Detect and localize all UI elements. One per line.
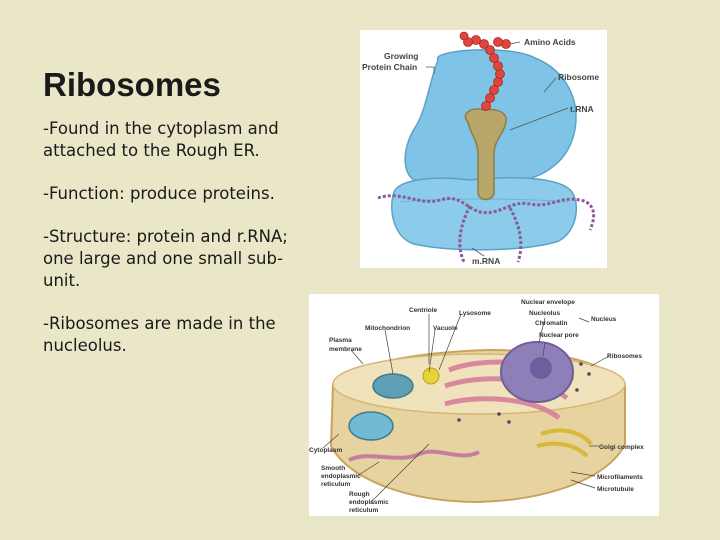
- label-rough-reticulum: reticulum: [349, 507, 378, 514]
- slide-title: Ribosomes: [43, 66, 221, 103]
- label-protein-chain: Protein Chain: [362, 62, 417, 72]
- label-rough-endoplasmic: endoplasmic: [349, 499, 389, 506]
- ribosome-illustration: Growing Protein Chain Amino Acids Riboso…: [362, 31, 599, 266]
- label-mitochondrion: Mitochondrion: [365, 325, 410, 332]
- label-vacuole: Vacuole: [433, 325, 458, 332]
- ribosome-diagram: Growing Protein Chain Amino Acids Riboso…: [360, 30, 607, 268]
- label-mrna: m.RNA: [472, 256, 500, 266]
- label-microtubule: Microtubule: [597, 486, 634, 493]
- label-smooth: Smooth: [321, 465, 345, 472]
- label-chromatin: Chromatin: [535, 320, 568, 327]
- bullet-structure: -Structure: protein and r.RNA; one large…: [43, 227, 288, 290]
- label-trna: t.RNA: [570, 104, 594, 114]
- cell-diagram: Centriole Lysosome Nuclear envelope Nucl…: [309, 294, 659, 516]
- label-nucleolus: Nucleolus: [529, 310, 560, 317]
- label-rough: Rough: [349, 491, 370, 498]
- golgi: [536, 428, 593, 458]
- mrna-strand: [377, 194, 596, 231]
- bullet-location: -Found in the cytoplasm and attached to …: [43, 119, 279, 160]
- label-ribosome: Ribosome: [558, 72, 599, 82]
- mitochondrion: [372, 373, 414, 399]
- label-ribosomes: Ribosomes: [607, 353, 642, 360]
- label-centriole: Centriole: [409, 307, 438, 314]
- label-microfilaments: Microfilaments: [597, 474, 643, 481]
- label-amino-acids: Amino Acids: [524, 37, 576, 47]
- label-nucleus: Nucleus: [591, 316, 617, 323]
- trna-shape: [464, 108, 507, 201]
- label-growing: Growing: [384, 51, 418, 61]
- label-plasma: Plasma: [329, 337, 352, 344]
- cell-illustration: Centriole Lysosome Nuclear envelope Nucl…: [309, 299, 644, 514]
- slide-body: -Found in the cytoplasm and attached to …: [43, 118, 308, 378]
- label-nuclear-envelope: Nuclear envelope: [521, 299, 575, 306]
- label-golgi-complex: Golgi complex: [599, 444, 644, 451]
- lysosome: [422, 367, 440, 385]
- label-lysosome: Lysosome: [459, 310, 491, 317]
- bullet-origin: -Ribosomes are made in the nucleolus.: [43, 314, 276, 355]
- bullet-function: -Function: produce proteins.: [43, 184, 275, 203]
- label-membrane: membrane: [329, 346, 362, 353]
- label-smooth-reticulum: reticulum: [321, 481, 350, 488]
- label-nuclear-pore: Nuclear pore: [539, 332, 579, 339]
- label-cytoplasm: Cytoplasm: [309, 447, 342, 454]
- label-smooth-endoplasmic: endoplasmic: [321, 473, 361, 480]
- protein-chain: [459, 31, 511, 111]
